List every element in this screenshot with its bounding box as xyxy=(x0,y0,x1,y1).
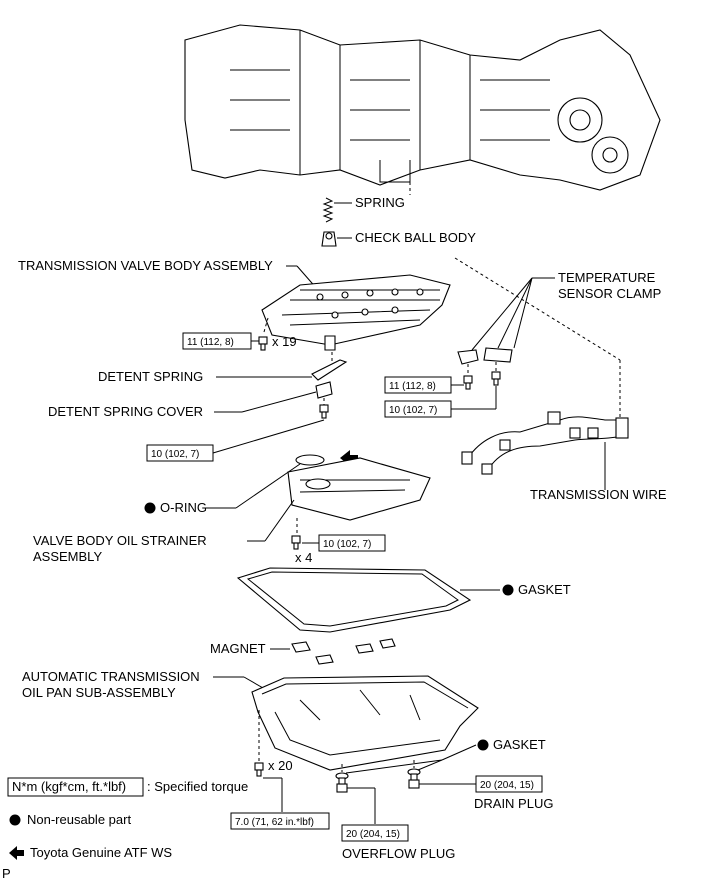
check-ball-body-label: CHECK BALL BODY xyxy=(355,230,476,245)
detent-spring-label: DETENT SPRING xyxy=(98,369,203,384)
spring-illustration xyxy=(322,197,334,223)
valve-body-bolt-torque: 11 (112, 8) xyxy=(187,337,234,348)
o-ring-label: O-RING xyxy=(160,500,207,515)
atf-arrow-icon xyxy=(9,846,24,860)
oil-pan-label-2: OIL PAN SUB-ASSEMBLY xyxy=(22,685,176,700)
temperature-sensor-clamp-illustration xyxy=(457,347,513,365)
detent-spring-illustration xyxy=(311,359,348,381)
legend-torque-text: : Specified torque xyxy=(147,779,248,794)
legend: N*m (kgf*cm, ft.*lbf) : Specified torque… xyxy=(7,777,248,860)
overflow-plug-torque: 20 (204, 15) xyxy=(346,829,400,840)
atf-arrow-icon xyxy=(340,450,358,466)
drain-plug-icon xyxy=(408,773,420,789)
magnet-illustration xyxy=(291,638,396,665)
oil-pan-bolt-torque: 7.0 (71, 62 in.*lbf) xyxy=(235,817,314,828)
bolt-icon xyxy=(463,375,473,390)
oil-pan-illustration xyxy=(251,675,479,771)
oil-pan-label-1: AUTOMATIC TRANSMISSION xyxy=(22,669,200,684)
oil-pan-bolt-qty: x 20 xyxy=(268,758,293,773)
non-reusable-bullet-icon xyxy=(502,584,514,596)
valve-body-oil-strainer-illustration xyxy=(287,457,431,521)
transmission-wire-label: TRANSMISSION WIRE xyxy=(530,487,667,502)
valve-body-oil-strainer-label-2: ASSEMBLY xyxy=(33,549,102,564)
check-ball-body-illustration xyxy=(321,231,337,247)
legend-atf: Toyota Genuine ATF WS xyxy=(30,845,172,860)
transmission-housing-illustration xyxy=(184,24,661,195)
temperature-sensor-clamp-label-1: TEMPERATURE xyxy=(558,270,656,285)
drain-plug-torque: 20 (204, 15) xyxy=(480,780,534,791)
diagram-code: P xyxy=(2,866,11,881)
clamp-bolt-b-torque: 10 (102, 7) xyxy=(389,405,437,416)
legend-torque-box: N*m (kgf*cm, ft.*lbf) xyxy=(12,779,126,794)
detent-spring-cover-label: DETENT SPRING COVER xyxy=(48,404,203,419)
valve-body-illustration xyxy=(261,274,451,351)
detent-spring-cover-illustration xyxy=(315,381,333,399)
bolt-icon xyxy=(319,404,329,419)
valve-body-oil-strainer-label-1: VALVE BODY OIL STRAINER xyxy=(33,533,207,548)
non-reusable-bullet-icon xyxy=(477,739,489,751)
drain-plug-label: DRAIN PLUG xyxy=(474,796,553,811)
valve-body-bolt-qty: x 19 xyxy=(272,334,297,349)
spring-label: SPRING xyxy=(355,195,405,210)
detent-cover-bolt-torque: 10 (102, 7) xyxy=(151,449,199,460)
non-reusable-bullet-icon xyxy=(144,502,156,514)
oil-pan-gasket-label: GASKET xyxy=(518,582,571,597)
non-reusable-bullet-icon xyxy=(9,814,21,826)
plug-gasket-illustration xyxy=(335,768,421,780)
overflow-plug-icon xyxy=(336,777,348,793)
transmission-wire-illustration xyxy=(461,411,629,475)
oil-pan-gasket-illustration xyxy=(236,567,472,633)
strainer-bolt-torque: 10 (102, 7) xyxy=(323,539,371,550)
o-ring-illustration xyxy=(295,454,325,466)
magnet-label: MAGNET xyxy=(210,641,266,656)
strainer-bolt-qty: x 4 xyxy=(295,550,312,565)
bolt-icon xyxy=(291,535,301,550)
overflow-plug-label: OVERFLOW PLUG xyxy=(342,846,455,861)
bolt-icon xyxy=(491,371,501,386)
bolt-icon xyxy=(258,336,268,351)
plug-gasket-label: GASKET xyxy=(493,737,546,752)
valve-body-assembly-label: TRANSMISSION VALVE BODY ASSEMBLY xyxy=(18,258,273,273)
bolt-icon xyxy=(254,762,264,777)
temperature-sensor-clamp-label-2: SENSOR CLAMP xyxy=(558,286,661,301)
clamp-bolt-a-torque: 11 (112, 8) xyxy=(389,381,436,392)
legend-non-reusable: Non-reusable part xyxy=(27,812,131,827)
